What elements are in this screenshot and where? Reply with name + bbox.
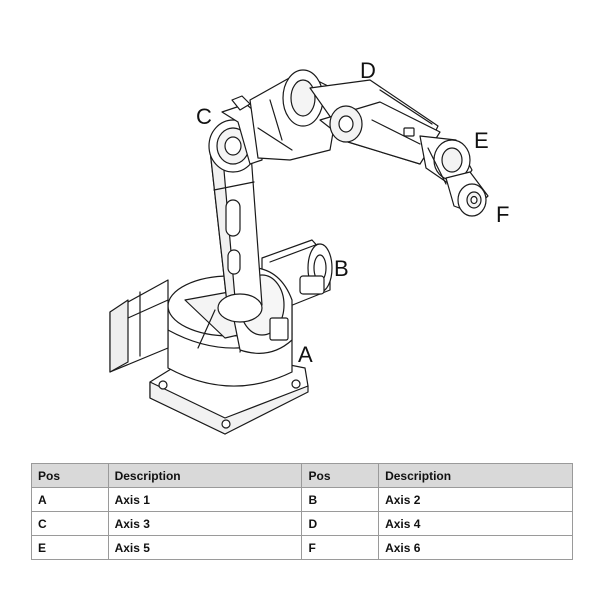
robot-figure: A B C D E F xyxy=(109,58,509,435)
cell-pos: D xyxy=(301,511,380,536)
axis-position-table: Pos Description Pos Description A Axis 1… xyxy=(31,463,573,560)
tool-flange xyxy=(445,171,489,217)
label-c: C xyxy=(196,104,212,129)
elbow-joint xyxy=(208,95,263,173)
cell-pos: E xyxy=(31,535,109,560)
table-row: E Axis 5 F Axis 6 xyxy=(31,535,573,560)
label-f: F xyxy=(496,202,509,227)
label-b: B xyxy=(334,256,349,281)
robot-drawing: A B C D E F xyxy=(109,58,509,435)
header-description-2: Description xyxy=(378,463,573,488)
upper-arm xyxy=(309,79,441,165)
table-row: A Axis 1 B Axis 2 xyxy=(31,487,573,512)
header-pos-2: Pos xyxy=(301,463,380,488)
cell-description: Axis 2 xyxy=(378,487,573,512)
label-a: A xyxy=(298,342,313,367)
label-d: D xyxy=(360,58,376,83)
cell-pos: C xyxy=(31,511,109,536)
header-description-1: Description xyxy=(107,463,303,488)
cell-description: Axis 4 xyxy=(378,511,573,536)
label-e: E xyxy=(474,128,489,153)
side-box xyxy=(109,279,169,373)
cell-description: Axis 6 xyxy=(378,535,573,560)
cell-description: Axis 1 xyxy=(107,487,303,512)
header-pos-1: Pos xyxy=(31,463,109,488)
table-row: C Axis 3 D Axis 4 xyxy=(31,511,573,536)
cell-pos: F xyxy=(301,535,380,560)
cell-pos: A xyxy=(31,487,109,512)
table-header-row: Pos Description Pos Description xyxy=(31,463,573,488)
cell-pos: B xyxy=(301,487,380,512)
cell-description: Axis 3 xyxy=(107,511,303,536)
axis-4-housing xyxy=(249,69,341,161)
cell-description: Axis 5 xyxy=(107,535,303,560)
